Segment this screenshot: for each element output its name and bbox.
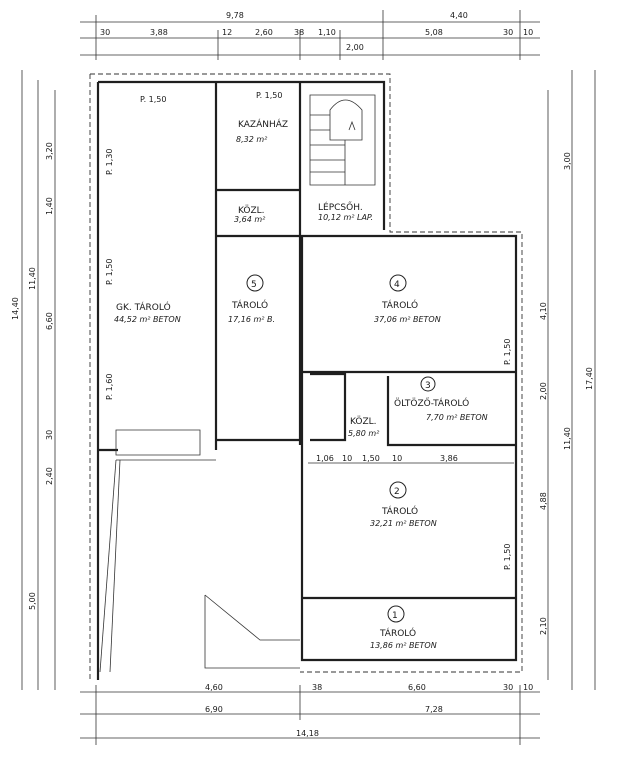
- dim-left-e: 30: [45, 430, 54, 440]
- room-kazanhaz: KAZÁNHÁZ 8,32 m²: [236, 118, 288, 144]
- dim-right-d: 2,10: [539, 617, 548, 635]
- dim-left-d: 2,40: [45, 467, 54, 485]
- room-kazanhaz-area: 8,32 m²: [236, 135, 268, 144]
- room-gk-tarolo: GK. TÁROLÓ 44,52 m² BETON: [114, 301, 181, 324]
- dim-right-upper: 3,00: [563, 152, 572, 170]
- dim-mid-1: 1,06: [316, 454, 334, 463]
- room-kozl-top-name: KÖZL.: [238, 205, 265, 216]
- dim-window-4: P. 1,50: [105, 259, 114, 285]
- dim-left-upper: 11,40: [28, 267, 37, 290]
- room-gk-tarolo-area: 44,52 m² BETON: [114, 315, 181, 324]
- dim-mid-5: 3,86: [440, 454, 458, 463]
- interior-walls: [99, 82, 516, 673]
- dim-top-seg-9: 30: [503, 28, 513, 37]
- room-tarolo-1-name: TÁROLÓ: [379, 627, 416, 639]
- outer-walls: [89, 73, 523, 680]
- room-tarolo-4-name: TÁROLÓ: [381, 299, 418, 311]
- dim-right-c: 4,88: [539, 492, 548, 510]
- dim-top-seg-11: 2,00: [346, 43, 364, 52]
- dim-top-seg-3: 12: [222, 28, 232, 37]
- dim-window-2: P. 1,50: [256, 91, 282, 100]
- dim-top-seg-5: 38: [294, 28, 304, 37]
- room-kozl-mid: KÖZL. 5,80 m²: [348, 416, 380, 438]
- room-kozl-mid-area: 5,80 m²: [348, 429, 380, 438]
- room-lepcsoh: LÉPCSŐH. 10,12 m² LAP.: [318, 201, 373, 222]
- room-tarolo-1: 1 TÁROLÓ 13,86 m² BETON: [370, 605, 437, 650]
- right-dimensions: 3,00 17,40 11,40 4,10 2,00 4,88 2,10: [539, 70, 596, 690]
- dim-left-lower: 5,00: [28, 592, 37, 610]
- dim-right-lower: 11,40: [563, 427, 572, 450]
- room-tarolo-3: 3 ÖLTÖZŐ-TÁROLÓ 7,70 m² BETON: [394, 376, 488, 422]
- dim-window-7: P. 1,50: [503, 544, 512, 570]
- dim-right-total: 17,40: [585, 367, 594, 390]
- room-tarolo-2: 2 TÁROLÓ 32,21 m² BETON: [370, 481, 437, 528]
- room-kazanhaz-name: KAZÁNHÁZ: [238, 118, 288, 130]
- room-kozl-top: KÖZL. 3,64 m²: [234, 205, 266, 224]
- room-tarolo-4-area: 37,06 m² BETON: [374, 315, 441, 324]
- dim-top-seg-2: 3,88: [150, 28, 168, 37]
- dim-bottom-seg-4: 30: [503, 683, 513, 692]
- dim-top-seg-10: 10: [523, 28, 533, 37]
- dim-bottom-total: 14,18: [296, 729, 319, 738]
- room-tarolo-4: 4 TÁROLÓ 37,06 m² BETON: [374, 274, 441, 324]
- dim-window-6: P. 1,50: [503, 339, 512, 365]
- dim-top-total-right: 4,40: [450, 11, 468, 20]
- dim-bottom-left: 6,90: [205, 705, 223, 714]
- dim-window-5: P. 1,60: [105, 374, 114, 400]
- dim-bottom-seg-1: 4,60: [205, 683, 223, 692]
- room-tarolo-3-area: 7,70 m² BETON: [426, 413, 488, 422]
- dim-window-1: P. 1,50: [140, 95, 166, 104]
- room-tarolo-5-name: TÁROLÓ: [231, 299, 268, 311]
- bottom-dimensions: 4,60 38 6,60 30 10 6,90 7,28 14,18: [80, 683, 540, 745]
- room-tarolo-3-number: 3: [425, 381, 431, 391]
- dim-mid-3: 1,50: [362, 454, 380, 463]
- dim-top-seg-4: 2,60: [255, 28, 273, 37]
- dim-left-a: 3,20: [45, 142, 54, 160]
- dim-mid-2: 10: [342, 454, 352, 463]
- room-kozl-top-area: 3,64 m²: [234, 215, 266, 224]
- dim-left-total: 14,40: [11, 297, 20, 320]
- room-tarolo-1-area: 13,86 m² BETON: [370, 641, 437, 650]
- dim-window-3: P. 1,30: [105, 149, 114, 175]
- room-tarolo-3-name: ÖLTÖZŐ-TÁROLÓ: [394, 397, 469, 409]
- room-tarolo-2-area: 32,21 m² BETON: [370, 519, 437, 528]
- room-tarolo-4-number: 4: [394, 280, 400, 290]
- top-dimensions: 9,78 4,40 30 3,88 12 2,60 38 1,10 5,08 3…: [80, 10, 540, 60]
- dim-top-seg-8: 5,08: [425, 28, 443, 37]
- dim-bottom-seg-5: 10: [523, 683, 533, 692]
- dim-bottom-seg-2: 38: [312, 683, 322, 692]
- dim-top-total-left: 9,78: [226, 11, 244, 20]
- dim-left-c: 6,60: [45, 312, 54, 330]
- dim-top-seg-1: 30: [100, 28, 110, 37]
- room-tarolo-2-number: 2: [394, 487, 400, 497]
- room-kozl-mid-name: KÖZL.: [350, 416, 377, 427]
- room-lepcsoh-name: LÉPCSŐH.: [318, 201, 363, 213]
- internal-dimensions: 1,06 10 1,50 10 3,86 P. 1,50 P. 1,50 P. …: [105, 91, 514, 570]
- left-dimensions: 14,40 11,40 5,00 3,20 1,40 6,60 2,40 30: [11, 70, 56, 690]
- dim-top-seg-6: 1,10: [318, 28, 336, 37]
- dim-bottom-seg-3: 6,60: [408, 683, 426, 692]
- room-tarolo-1-number: 1: [392, 611, 398, 621]
- room-tarolo-5: 5 TÁROLÓ 17,16 m² B.: [228, 274, 275, 324]
- dim-bottom-right: 7,28: [425, 705, 443, 714]
- dim-left-b: 1,40: [45, 197, 54, 215]
- dim-right-b: 2,00: [539, 382, 548, 400]
- room-tarolo-5-number: 5: [251, 280, 257, 290]
- dim-right-a: 4,10: [539, 302, 548, 320]
- room-gk-tarolo-name: GK. TÁROLÓ: [116, 301, 171, 313]
- staircase: [309, 94, 376, 186]
- room-tarolo-5-area: 17,16 m² B.: [228, 315, 275, 324]
- dim-mid-4: 10: [392, 454, 402, 463]
- room-lepcsoh-area: 10,12 m² LAP.: [318, 213, 373, 222]
- room-tarolo-2-name: TÁROLÓ: [381, 505, 418, 517]
